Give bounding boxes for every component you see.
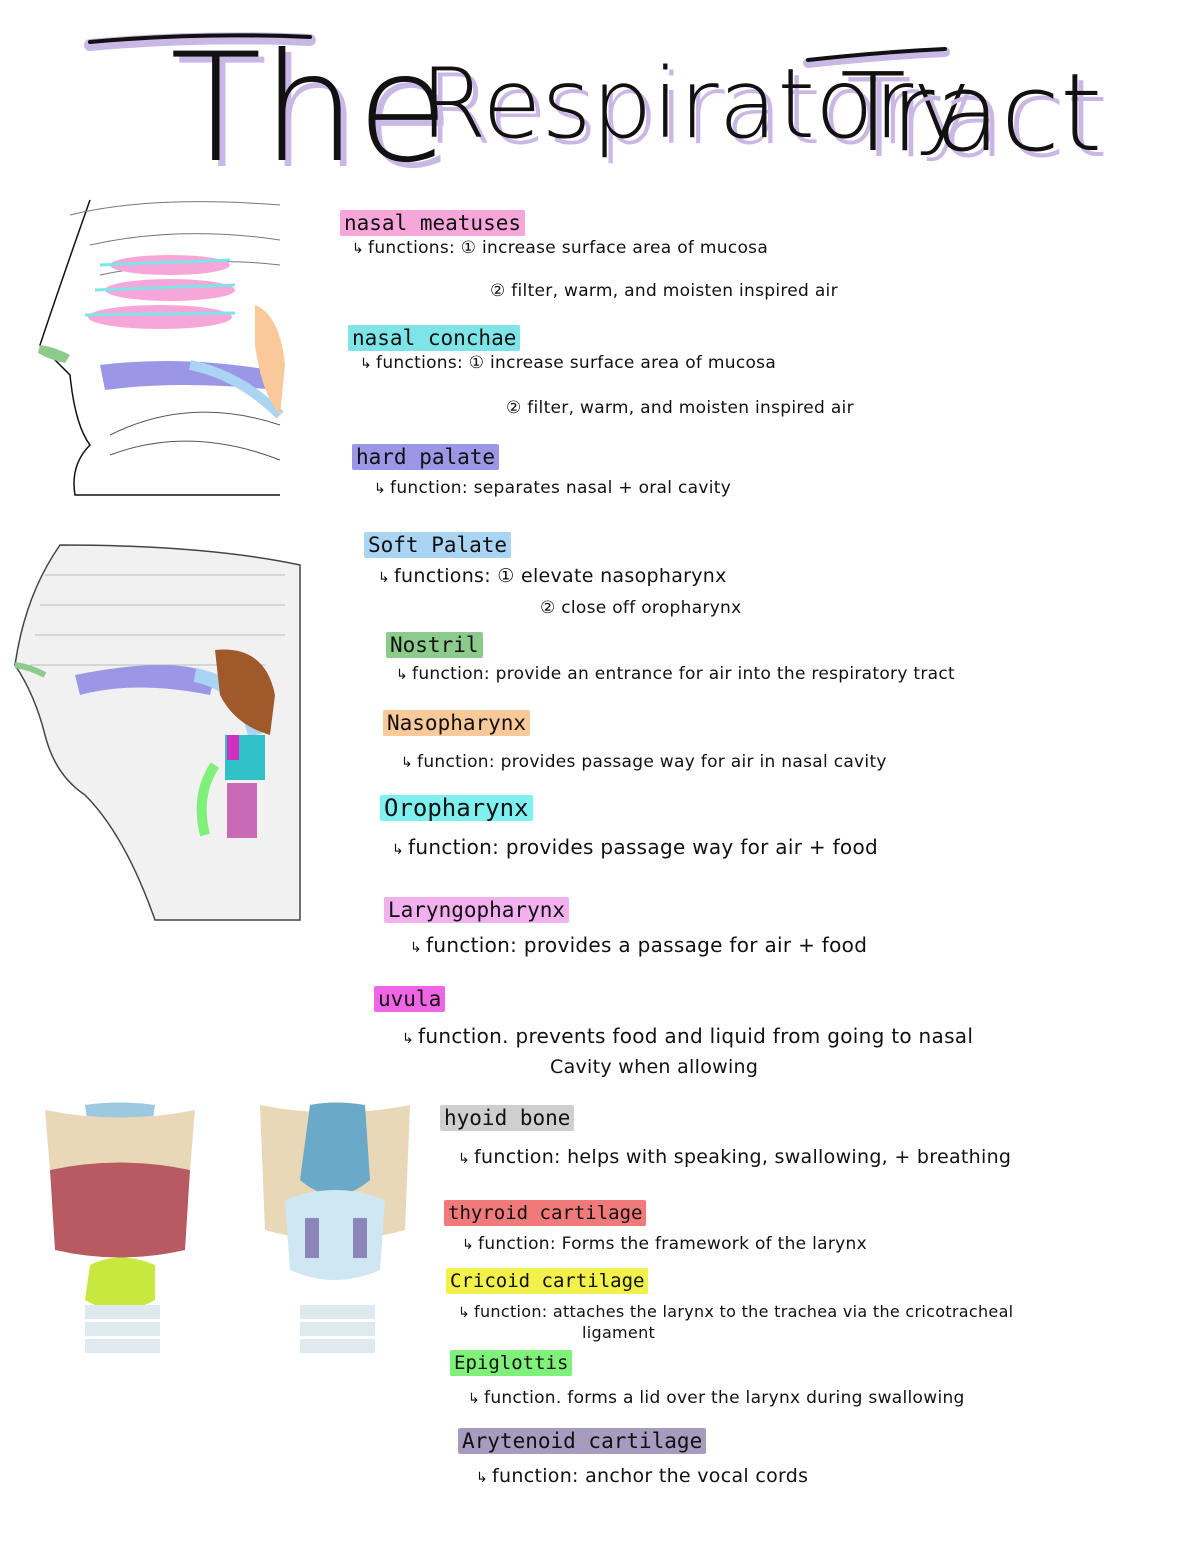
arrow-icon: ↳ (468, 1391, 481, 1407)
term-nostril: Nostril (386, 632, 483, 658)
term-oropharynx: Oropharynx (380, 795, 533, 821)
entry-nasopharynx: Nasopharynx ↳function: provides passage … (383, 710, 887, 775)
title-word-2-shadow: Respiratory (426, 54, 977, 166)
function-text: functions: ① elevate nasopharynx (394, 565, 727, 587)
term-uvula: uvula (374, 986, 446, 1012)
term-laryngopharynx: Laryngopharynx (384, 897, 570, 923)
function-text: ligament (582, 1323, 656, 1342)
function-text: function: provides passage way for air i… (417, 752, 887, 772)
arrow-icon: ↳ (410, 940, 423, 956)
function-text: ② close off oropharynx (540, 598, 742, 618)
term-soft-palate: Soft Palate (364, 532, 512, 558)
term-nasal-meatuses: nasal meatuses (340, 210, 526, 236)
page-title: The The Respiratory Respiratory Tract Tr… (0, 0, 1200, 200)
arrow-icon: ↳ (458, 1151, 471, 1167)
term-arytenoid-cartilage: Arytenoid cartilage (458, 1428, 707, 1454)
function-text: functions: ① increase surface area of mu… (376, 353, 777, 373)
entry-cricoid-cartilage: Cricoid cartilage ↳function: attaches th… (446, 1268, 1013, 1345)
entry-soft-palate: Soft Palate ↳functions: ① elevate nasoph… (364, 532, 742, 620)
entry-oropharynx: Oropharynx ↳function: provides passage w… (380, 795, 878, 862)
entry-thyroid-cartilage: thyroid cartilage ↳function: Forms the f… (444, 1200, 867, 1257)
arrow-icon: ↳ (396, 667, 409, 683)
function-text: function: anchor the vocal cords (492, 1465, 809, 1487)
larynx-anterior-diagram (45, 1102, 195, 1353)
arrow-icon: ↳ (374, 481, 387, 497)
term-hard-palate: hard palate (352, 444, 500, 470)
function-text: function. forms a lid over the larynx du… (484, 1388, 965, 1408)
entry-nostril: Nostril ↳function: provide an entrance f… (386, 632, 955, 687)
entry-laryngopharynx: Laryngopharynx ↳function: provides a pas… (384, 897, 867, 960)
term-nasal-conchae: nasal conchae (348, 325, 521, 351)
arrow-icon: ↳ (392, 842, 405, 858)
arrow-icon: ↳ (462, 1237, 475, 1253)
title-word-3-shadow: Tract (846, 57, 1109, 182)
arrow-icon: ↳ (378, 570, 391, 586)
function-text: functions: ① increase surface area of mu… (368, 238, 769, 258)
title-word-1-shadow: The (176, 28, 455, 202)
title-underline-strokes (84, 32, 950, 68)
function-text: function: provides a passage for air + f… (426, 933, 868, 957)
term-hyoid-bone: hyoid bone (440, 1105, 575, 1131)
term-epiglottis: Epiglottis (450, 1350, 573, 1376)
function-text: ② filter, warm, and moisten inspired air (506, 398, 854, 418)
entry-arytenoid-cartilage: Arytenoid cartilage ↳function: anchor th… (458, 1428, 808, 1490)
pharynx-sagittal-diagram (14, 544, 301, 921)
arrow-icon: ↳ (352, 241, 365, 257)
arrow-icon: ↳ (458, 1305, 471, 1321)
function-text: function: separates nasal + oral cavity (390, 478, 732, 498)
term-nasopharynx: Nasopharynx (383, 710, 531, 736)
entry-nasal-conchae: nasal conchae ↳functions: ① increase sur… (348, 325, 854, 420)
function-text: function: provide an entrance for air in… (412, 664, 955, 684)
larynx-posterior-diagram (260, 1102, 410, 1353)
function-text: function: attaches the larynx to the tra… (474, 1302, 1014, 1321)
entry-uvula: uvula ↳function. prevents food and liqui… (374, 986, 973, 1079)
nasal-cavity-diagram (38, 199, 285, 496)
function-text: function. prevents food and liquid from … (418, 1024, 974, 1048)
function-text: function: provides passage way for air +… (408, 835, 878, 859)
function-text: Cavity when allowing (550, 1056, 759, 1078)
arrow-icon: ↳ (402, 1031, 415, 1047)
function-text: function: helps with speaking, swallowin… (474, 1146, 1012, 1168)
term-cricoid-cartilage: Cricoid cartilage (446, 1268, 649, 1294)
title-word-1: The (170, 22, 449, 196)
entry-nasal-meatuses: nasal meatuses ↳functions: ① increase su… (340, 210, 838, 303)
title-word-3: Tract (840, 51, 1103, 176)
arrow-icon: ↳ (401, 755, 414, 771)
function-text: ② filter, warm, and moisten inspired air (490, 281, 838, 301)
function-text: function: Forms the framework of the lar… (478, 1234, 867, 1254)
entry-epiglottis: Epiglottis ↳function. forms a lid over t… (450, 1350, 965, 1411)
arrow-icon: ↳ (476, 1470, 489, 1486)
term-thyroid-cartilage: thyroid cartilage (444, 1200, 647, 1226)
entry-hard-palate: hard palate ↳function: separates nasal +… (352, 444, 731, 501)
arrow-icon: ↳ (360, 356, 373, 372)
entry-hyoid-bone: hyoid bone ↳function: helps with speakin… (440, 1105, 1011, 1171)
title-word-2: Respiratory (420, 48, 971, 160)
